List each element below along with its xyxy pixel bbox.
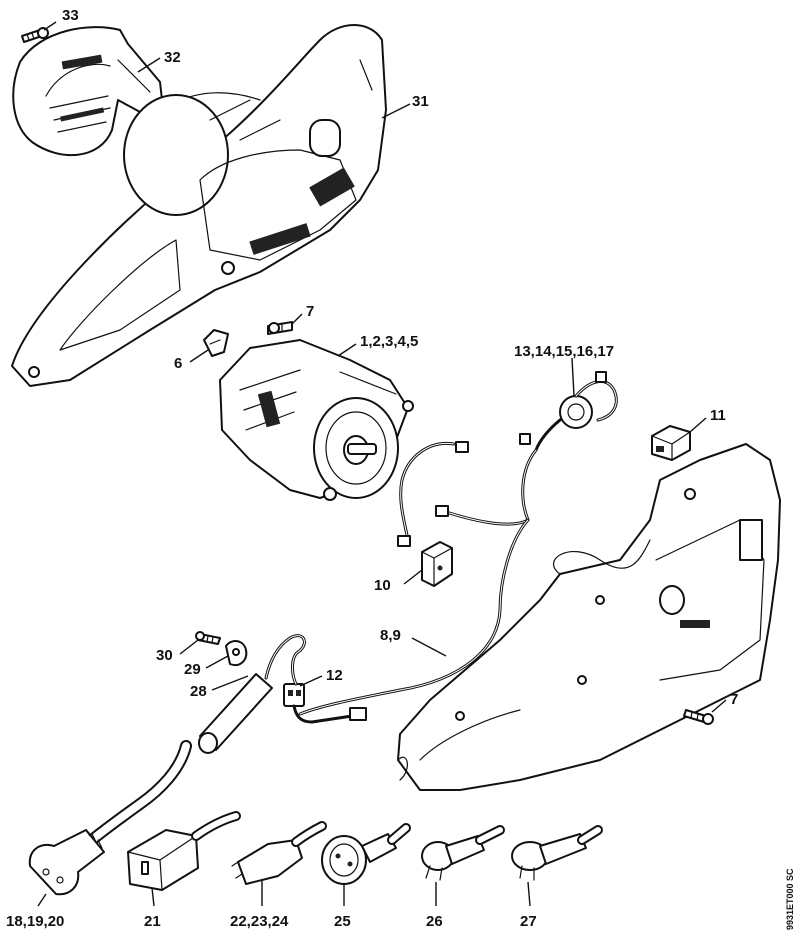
label-28: 28	[190, 683, 207, 700]
part-11-connector	[651, 425, 691, 461]
label-7-upper: 7	[306, 303, 314, 320]
part-10-microswitch	[421, 541, 453, 587]
part-12-terminal	[283, 683, 367, 724]
part-33-screw	[21, 27, 49, 43]
part-32-cover	[12, 26, 163, 157]
part-8-9-cable-harness	[298, 441, 538, 716]
label-11: 11	[710, 407, 726, 424]
part-7-screw-lower	[683, 709, 714, 725]
label-32: 32	[164, 49, 181, 66]
label-18-20: 18,19,20	[6, 913, 64, 930]
label-22-24: 22,23,24	[230, 913, 289, 930]
part-18-20-power-cable	[86, 740, 192, 846]
label-21: 21	[144, 913, 161, 930]
label-25: 25	[334, 913, 351, 930]
label-26: 26	[426, 913, 443, 930]
plug-27	[511, 825, 603, 881]
part-31-housing	[11, 24, 387, 387]
label-33: 33	[62, 7, 79, 24]
part-housing-right	[397, 443, 781, 791]
leader-lines	[37, 21, 727, 907]
plug-18-20	[28, 829, 105, 896]
label-8-9: 8,9	[380, 627, 401, 644]
part-13-17-switch	[519, 371, 618, 452]
label-12: 12	[326, 667, 343, 684]
label-30: 30	[156, 647, 173, 664]
part-7-screw-upper	[267, 321, 293, 335]
part-30-screw	[195, 631, 221, 645]
label-1-5: 1,2,3,4,5	[360, 333, 418, 350]
part-6-clip	[203, 329, 229, 357]
callout-labels: 33 32 31 7 6 1,2,3,4,5 13,14,15,16,17 11…	[6, 7, 738, 930]
label-27: 27	[520, 913, 537, 930]
label-6: 6	[174, 355, 182, 372]
label-7-lower: 7	[730, 691, 738, 708]
part-29-clamp	[225, 640, 248, 666]
plug-25	[321, 823, 411, 885]
label-10: 10	[374, 577, 391, 594]
part-1-5-motor	[219, 339, 414, 501]
plug-22-24	[231, 821, 327, 885]
document-id: 9931ET000 SC	[785, 868, 795, 930]
label-31: 31	[412, 93, 429, 110]
plug-26	[421, 825, 505, 881]
label-29: 29	[184, 661, 201, 678]
part-28-sleeve	[198, 634, 306, 754]
label-13-17: 13,14,15,16,17	[514, 343, 614, 360]
plug-21	[127, 811, 241, 891]
